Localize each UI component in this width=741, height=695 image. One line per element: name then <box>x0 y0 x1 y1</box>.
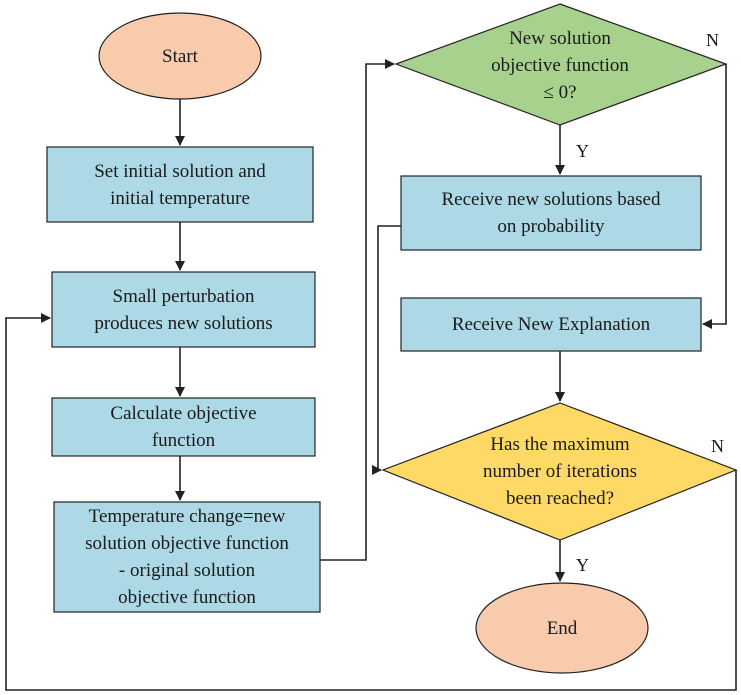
decision-iterations-label: Has the maximum number of iterations bee… <box>482 433 638 509</box>
perturbation-label: Small perturbation produces new solution… <box>94 285 273 334</box>
decision-objective-no-label: N <box>706 30 719 50</box>
decision-iterations-no-label: N <box>711 436 724 456</box>
receive-probability-label: Receive new solutions based on probabili… <box>441 189 661 237</box>
decision-objective-label: New solution objective function ≤ 0? <box>491 27 629 103</box>
arrow-decision-objective-no <box>702 64 727 329</box>
decision-iterations-yes-label: Y <box>576 555 589 575</box>
receive-new-label: Receive New Explanation <box>451 314 651 335</box>
receive-probability-box <box>400 175 702 251</box>
end-label: End <box>546 617 578 639</box>
set-initial-box <box>46 146 314 223</box>
temp-change-label: Temperature change=new solution objectiv… <box>85 506 289 608</box>
perturbation-box <box>51 271 316 348</box>
arrow-temp-to-decision-objective <box>320 59 395 561</box>
calculate-label: Calculate objective function <box>110 403 257 451</box>
start-label: Start <box>162 45 198 67</box>
calculate-box <box>51 397 316 457</box>
receive-new-box <box>400 297 702 352</box>
temp-change-box <box>53 501 321 613</box>
set-initial-label: Set initial solution and initial tempera… <box>94 160 266 209</box>
end-terminal <box>475 582 649 674</box>
arrow-probability-to-decision-iterations <box>372 225 401 475</box>
arrow-decision-iterations-no-loop <box>5 313 737 691</box>
decision-objective-yes-label: Y <box>576 141 589 161</box>
